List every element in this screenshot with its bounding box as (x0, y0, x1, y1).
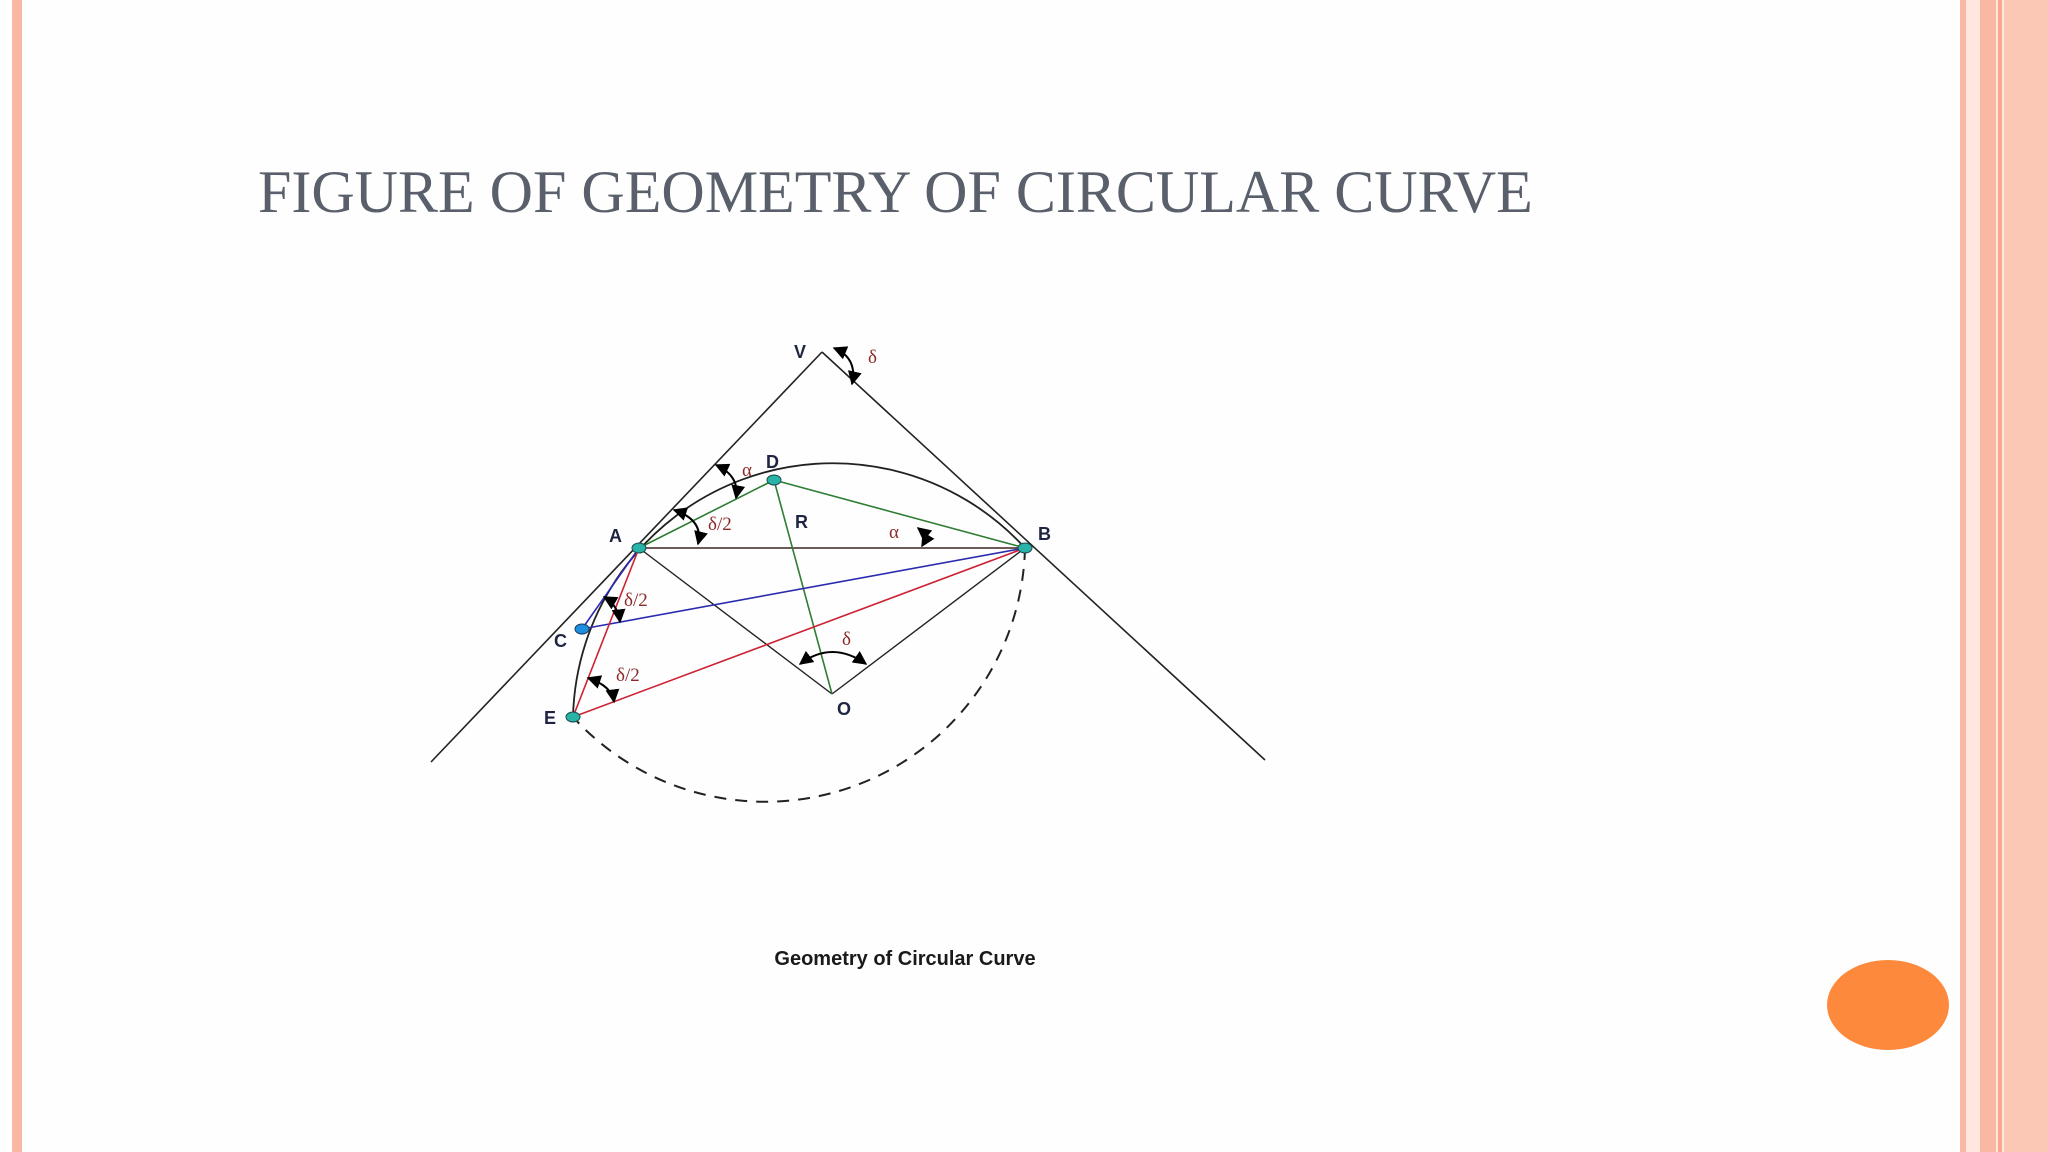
label-c: C (554, 631, 567, 651)
arrow-alpha-top (714, 463, 746, 500)
angle-label-central-delta: δ (842, 629, 851, 650)
chord-ad (638, 479, 775, 549)
label-a: A (609, 526, 622, 546)
arrow-half-delta-mid (602, 596, 626, 624)
slide-decor-dot (1827, 960, 1949, 1050)
angle-label-alpha-right: α (889, 522, 899, 543)
label-e: E (544, 708, 556, 728)
angle-label-half-delta-top: δ/2 (708, 514, 732, 535)
circle-dashed (572, 547, 1026, 803)
label-d: D (766, 452, 779, 472)
radius-bo (831, 547, 1026, 695)
point-c (574, 623, 590, 635)
point-e (565, 711, 581, 723)
angle-label-deflection: δ (868, 347, 877, 368)
arrow-alpha-right (916, 527, 935, 548)
label-b: B (1038, 524, 1051, 544)
arrow-half-delta-top (672, 507, 708, 546)
chord-eb (572, 547, 1026, 718)
tangent-line-right (821, 351, 1266, 761)
chord-ae (572, 547, 640, 718)
chord-cb (581, 547, 1026, 630)
circular-curve-diagram: V D A B C E O R δ α δ/2 α δ/2 δ δ/2 (430, 342, 1266, 803)
tangent-line-left (430, 351, 823, 763)
point-a (631, 542, 647, 554)
radius-ao (638, 547, 833, 695)
chord-ac (581, 547, 640, 630)
arrow-central-delta (798, 650, 868, 665)
label-r: R (795, 512, 808, 532)
point-d (766, 474, 782, 486)
angle-label-half-delta-low: δ/2 (616, 665, 640, 686)
arrow-deflection (832, 346, 862, 386)
label-v: V (794, 342, 806, 362)
arrow-half-delta-low (586, 675, 620, 704)
point-b (1017, 542, 1033, 554)
figure-caption: Geometry of Circular Curve (774, 948, 1036, 970)
chord-db (773, 479, 1026, 549)
left-border-bar (12, 0, 22, 1152)
angle-label-alpha-top: α (742, 460, 752, 481)
slide-title: FIGURE OF GEOMETRY OF CIRCULAR CURVE (258, 159, 1533, 225)
angle-label-half-delta-mid: δ/2 (624, 590, 648, 611)
label-o: O (837, 699, 851, 719)
